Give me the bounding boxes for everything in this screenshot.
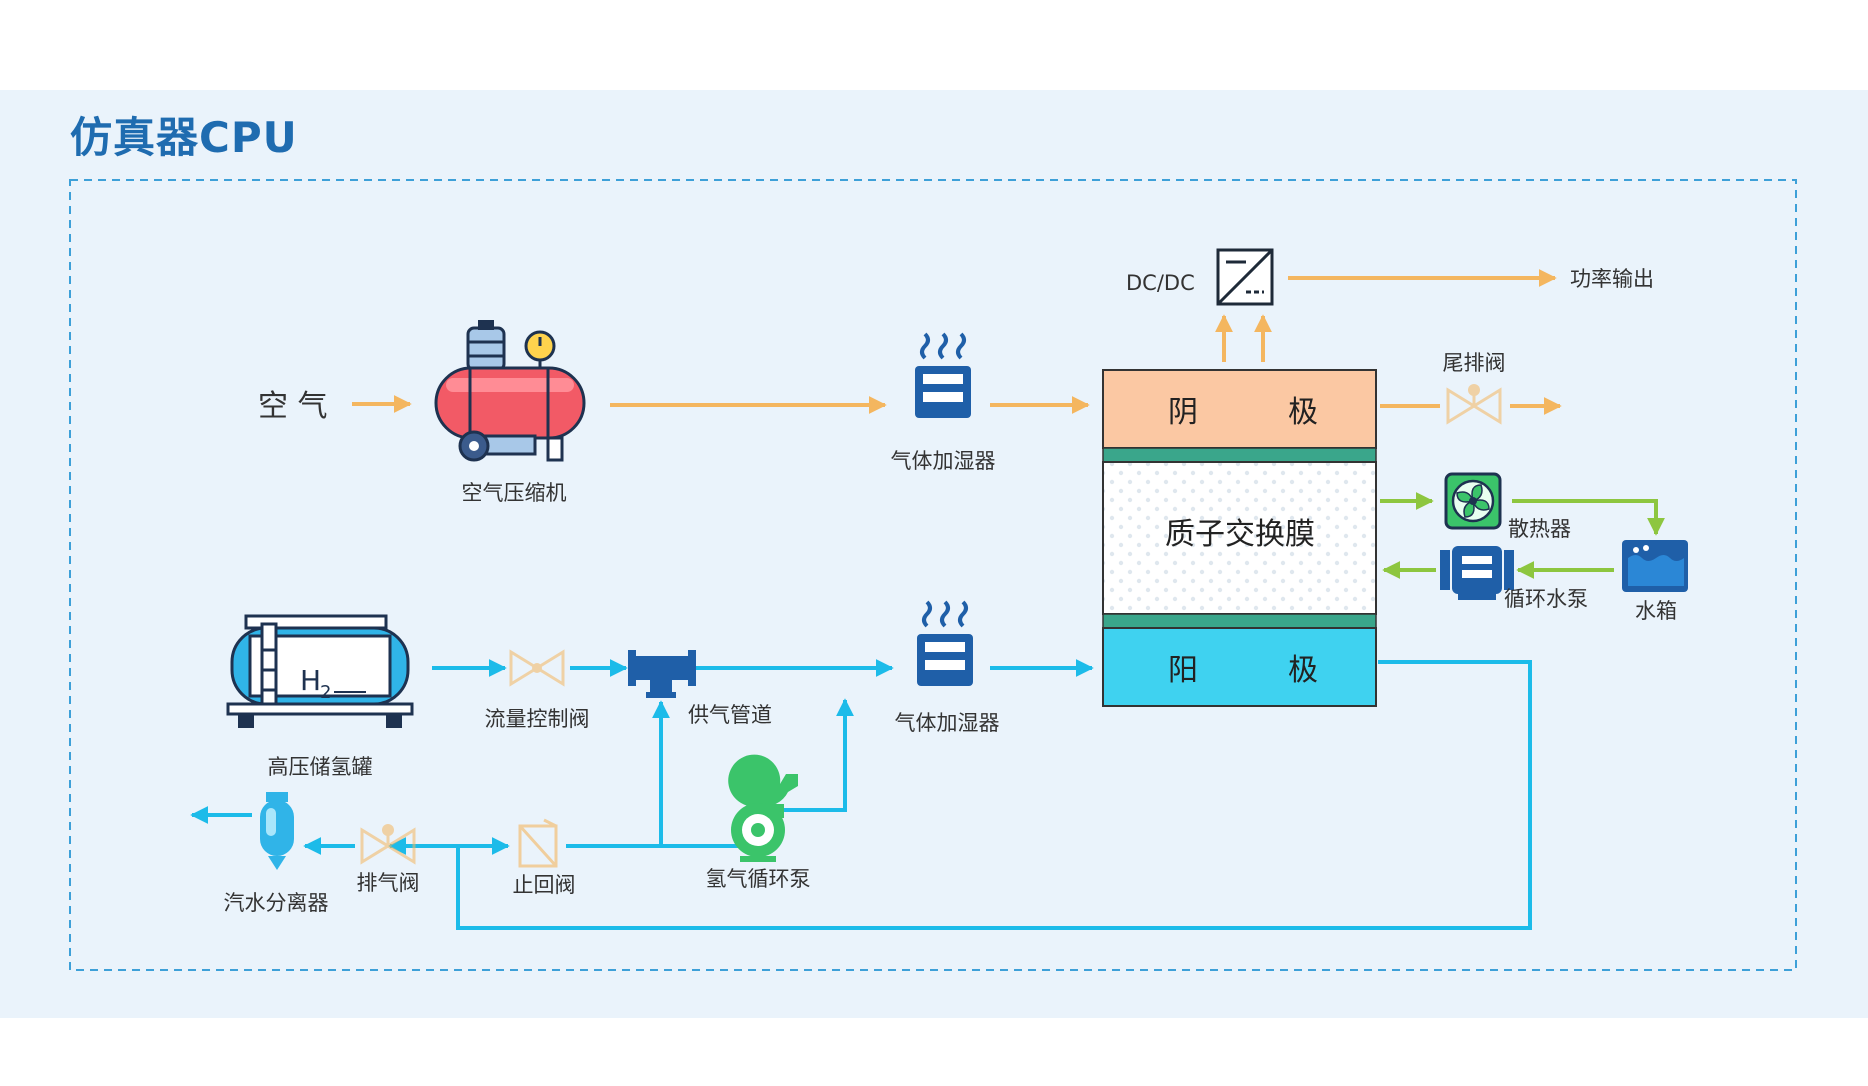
- supply-pipe-label: 供气管道: [688, 703, 772, 727]
- anode-label-1: 阳: [1168, 653, 1198, 688]
- exhaust-valve-label: 排气阀: [357, 871, 420, 895]
- diagram-border: [69, 179, 1797, 971]
- radiator-to-tank-line: [1512, 499, 1665, 536]
- hydrogen-tank-icon: [226, 614, 414, 728]
- air-label: 空 气: [258, 389, 328, 424]
- humidifier-top-icon: [915, 332, 971, 418]
- check-valve-label: 止回阀: [513, 873, 576, 897]
- pump-up-to-humidifier-line: [782, 698, 854, 812]
- radiator-label: 散热器: [1508, 517, 1571, 541]
- humidifier-bottom-icon: [917, 600, 973, 686]
- separator-label: 汽水分离器: [224, 891, 329, 915]
- cathode-label-2: 极: [1288, 395, 1318, 430]
- anode-block: [1102, 627, 1377, 707]
- flow-valve-label: 流量控制阀: [485, 707, 590, 731]
- circ-pump-label: 循环水泵: [1504, 587, 1588, 611]
- exhaust-valve-icon: [360, 824, 416, 865]
- page-title: 仿真器CPU: [70, 113, 298, 162]
- pipe-tee-icon: [628, 650, 696, 698]
- dcdc-label: DC/DC: [1126, 271, 1195, 295]
- cathode-label-1: 阴: [1168, 395, 1198, 430]
- check-valve-icon: [518, 818, 558, 868]
- h2-formula: H: [300, 664, 321, 697]
- separator-icon: [260, 792, 294, 870]
- h2-tank-label: 高压储氢罐: [268, 755, 373, 779]
- anode-return-line: [456, 660, 1532, 930]
- anode-membrane-band: [1102, 613, 1377, 629]
- water-pump-icon: [1440, 546, 1514, 600]
- recirculation-pump-icon: [728, 754, 798, 862]
- air-lines: [352, 269, 1562, 415]
- fuel-cell-stack: 阴 极 质子交换膜 阳 极: [1102, 369, 1377, 707]
- cathode-membrane-band: [1102, 447, 1377, 463]
- power-output-label: 功率输出: [1570, 267, 1654, 291]
- tail-valve-icon: [1446, 384, 1502, 425]
- water-tank-label: 水箱: [1635, 599, 1677, 623]
- dcdc-converter-icon: [1216, 248, 1274, 306]
- tail-valve-label: 尾排阀: [1443, 351, 1506, 375]
- air-compressor-label: 空气压缩机: [462, 481, 567, 505]
- flow-valve-icon: [509, 649, 565, 687]
- anode-label-2: 极: [1288, 653, 1318, 688]
- coolant-lines: [1380, 492, 1665, 579]
- h2-pump-label: 氢气循环泵: [706, 867, 811, 891]
- humidifier-top-label: 气体加湿器: [891, 449, 996, 473]
- cathode-block: [1102, 369, 1377, 449]
- membrane-label: 质子交换膜: [1165, 517, 1315, 552]
- h2-formula-subscript: 2: [320, 682, 331, 703]
- water-tank-icon: [1622, 540, 1688, 592]
- fan-radiator-icon: [1444, 472, 1502, 530]
- content-band: [0, 90, 1868, 1018]
- hydrogen-lines: [190, 659, 1532, 930]
- air-compressor-icon: [434, 320, 586, 462]
- humidifier-bottom-label: 气体加湿器: [895, 711, 1000, 735]
